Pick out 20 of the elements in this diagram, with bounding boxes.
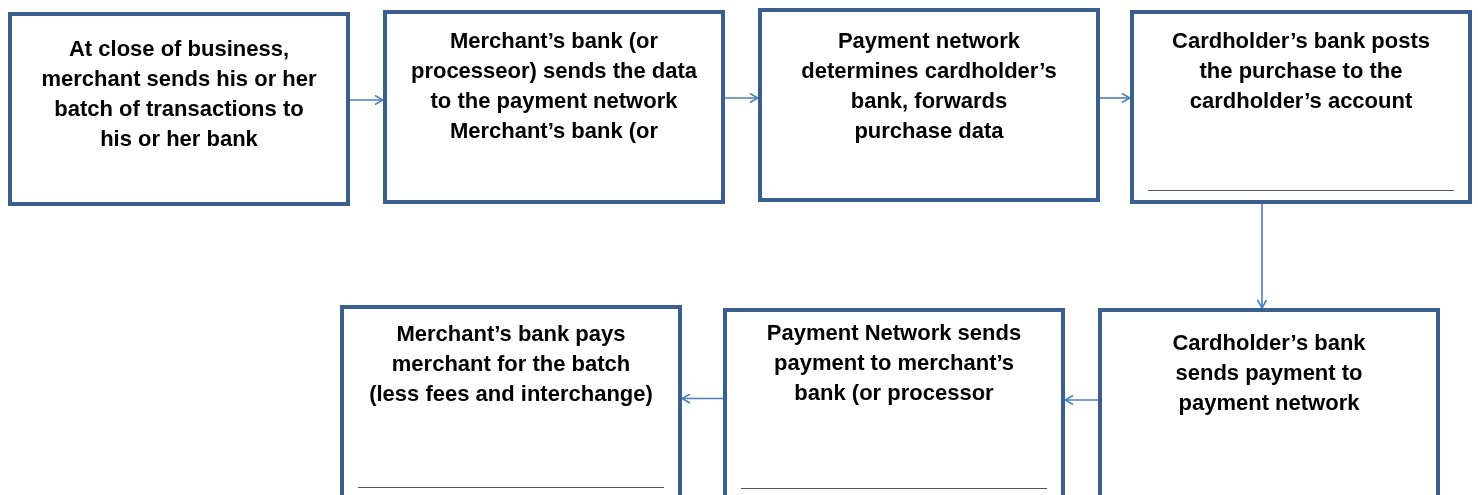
arrow xyxy=(1064,394,1099,406)
step-text: Payment network determines cardholder’s bank, forwards purchase data xyxy=(800,27,1058,145)
arrow xyxy=(349,94,384,106)
step-text: Cardholder’s bank sends payment to payment network xyxy=(1171,329,1367,417)
process-box xyxy=(758,8,1100,202)
arrow xyxy=(681,393,724,404)
arrow xyxy=(1099,92,1131,104)
step-text: At close of business, merchant sends his or her batch of transactions to his or her bank xyxy=(40,35,318,153)
process-box xyxy=(383,10,725,204)
step-text: Merchant’s bank pays merchant for the batch (less fees and interchange) xyxy=(368,320,654,408)
arrow xyxy=(724,92,759,104)
process-box xyxy=(723,308,1065,495)
process-box xyxy=(8,12,350,206)
step-text: Payment Network sends payment to merchant’s bank (or processor xyxy=(765,319,1023,407)
process-box xyxy=(340,305,682,495)
process-box xyxy=(1130,10,1472,204)
process-box xyxy=(1098,308,1440,495)
step-text: Cardholder’s bank posts the purchase to the cardholder’s account xyxy=(1171,27,1431,115)
step-text: Merchant’s bank (or processeor) sends the data to the payment network Merchant’s bank (or xyxy=(409,27,699,145)
arrow xyxy=(1256,203,1268,309)
